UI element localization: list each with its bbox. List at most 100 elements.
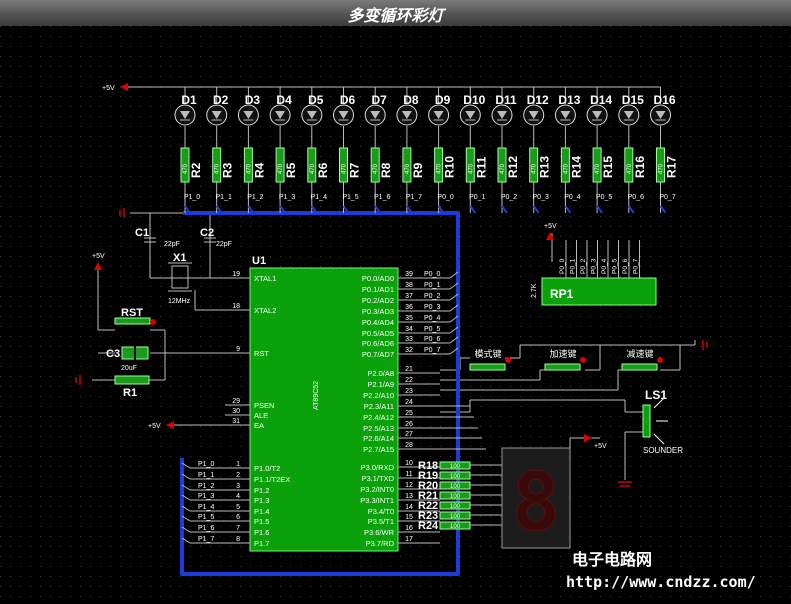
led-triangle	[275, 111, 286, 119]
resistor[interactable]	[497, 147, 507, 183]
pin-name: P0.6/AD6	[362, 339, 394, 348]
net-label: P1_2	[198, 483, 214, 490]
net-label: P1_4	[198, 504, 214, 511]
sounder-ref: LS1	[645, 388, 667, 402]
net-label: P1_4	[311, 194, 327, 201]
r1-label: R1	[123, 387, 137, 399]
segment-resistor-value: 100	[450, 504, 461, 510]
resistor[interactable]	[624, 147, 634, 183]
resistor[interactable]	[307, 147, 317, 183]
sounder-ls1[interactable]	[642, 397, 668, 445]
net-label: P1_0	[184, 194, 200, 201]
pin-name: PSEN	[254, 401, 274, 410]
pin-number: 39	[405, 271, 413, 278]
resistor[interactable]	[339, 147, 348, 183]
rp1-net-label: P0_2	[580, 258, 587, 274]
seven-segment-display[interactable]: 8	[501, 447, 571, 550]
rp1-net-label: P0_5	[612, 258, 619, 274]
rp1-net-label: P0_4	[601, 258, 608, 274]
key-button[interactable]	[544, 363, 581, 371]
resistor-pack-rp1[interactable]	[541, 277, 657, 306]
resistor-label: R4	[252, 162, 266, 178]
pin-name: P3.2/INT0	[360, 485, 394, 494]
net-label: P0_6	[424, 336, 440, 343]
led-triangle	[370, 111, 381, 119]
c1-label: C1	[135, 227, 149, 239]
pin-name: XTAL2	[254, 306, 276, 315]
resistor[interactable]	[465, 147, 475, 183]
pin-number: 17	[405, 536, 413, 543]
pin-name: P3.3/INT1	[360, 496, 394, 505]
pin-name: P0.2/AD2	[362, 296, 394, 305]
resistor-label: R7	[348, 162, 362, 178]
resistor[interactable]	[402, 147, 412, 183]
pin-name: P0.0/AD0	[362, 274, 394, 283]
resistor-value: 470	[246, 163, 252, 174]
resistor[interactable]	[560, 147, 570, 183]
pin-number: 7	[236, 525, 240, 532]
led-triangle	[338, 111, 349, 119]
key-button[interactable]	[621, 363, 658, 371]
pin-name: P0.1/AD1	[362, 285, 394, 294]
resistor[interactable]	[212, 147, 222, 183]
pin-number: 11	[405, 471, 412, 478]
segment-resistor-value: 100	[450, 484, 461, 490]
net-label: P0_5	[424, 326, 440, 333]
resistor[interactable]	[180, 147, 190, 183]
net-label: P1_6	[374, 194, 390, 201]
pin-name: P1.5	[254, 517, 269, 526]
resistor[interactable]	[275, 147, 285, 183]
resistor[interactable]	[592, 147, 602, 183]
power-arrow	[166, 421, 174, 429]
pin-name: P2.4/A12	[363, 413, 394, 422]
resistor-label: R6	[316, 162, 330, 178]
resistor[interactable]	[656, 147, 665, 183]
led-triangle	[592, 111, 603, 119]
key-led	[657, 357, 663, 363]
led-triangle	[180, 111, 190, 119]
resistor[interactable]	[529, 147, 539, 183]
bus-entry	[596, 205, 603, 214]
segment-resistor-label: R21	[418, 490, 438, 502]
resistor[interactable]	[434, 147, 444, 183]
resistor[interactable]	[370, 147, 380, 183]
led-label: D2	[213, 93, 229, 107]
bus-entry	[184, 205, 191, 214]
power-arrow	[94, 262, 102, 270]
pin-name: P2.1/A9	[367, 380, 394, 389]
resistor-value: 470	[659, 163, 665, 174]
led-triangle	[401, 111, 412, 119]
power-label: +5V	[92, 253, 105, 260]
pin-number: 34	[405, 326, 413, 333]
pin-name: P3.4/T0	[368, 507, 394, 516]
pin-number: 3	[236, 483, 240, 490]
led-label: D5	[308, 93, 324, 107]
pin-number: 33	[405, 336, 413, 343]
key-button[interactable]	[469, 363, 506, 371]
reset-button[interactable]	[114, 317, 156, 325]
pin-name: P1.6	[254, 528, 269, 537]
pin-number: 30	[232, 408, 240, 415]
c2-value: 22pF	[216, 241, 232, 248]
pin-name: P2.0/A8	[367, 369, 394, 378]
bus-entry	[449, 304, 459, 312]
bus-entry	[564, 205, 572, 214]
pin-name: P0.4/AD4	[362, 318, 394, 327]
led-label: D3	[245, 93, 261, 107]
resistor[interactable]	[243, 147, 253, 183]
bus-entry	[181, 505, 191, 512]
bus-entry	[374, 205, 382, 214]
led-label: D9	[435, 93, 451, 107]
pin-name: P3.0/RXD	[361, 463, 395, 472]
segment-resistor-value: 100	[450, 524, 461, 530]
resistor-label: R11	[474, 156, 488, 178]
pin-name: ALE	[254, 411, 268, 420]
pin-number: 29	[232, 398, 240, 405]
pin-name: P1.2	[254, 486, 269, 495]
resistor-value: 470	[278, 163, 284, 174]
segment-resistor-label: R20	[418, 480, 438, 492]
resistor-value: 470	[405, 163, 411, 174]
crystal-label: X1	[173, 252, 186, 264]
net-label: P0_0	[424, 271, 440, 278]
